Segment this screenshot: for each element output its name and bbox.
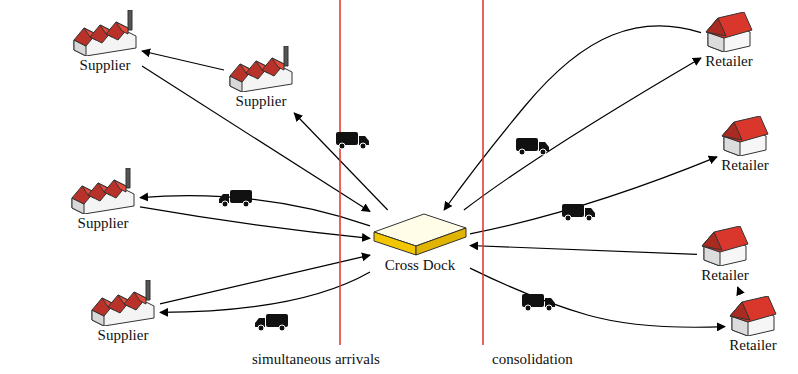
supplier-node: Supplier (226, 46, 296, 111)
supplier-node: Supplier (68, 168, 138, 233)
house-icon (704, 12, 754, 52)
flow-arrow (470, 246, 697, 255)
factory-icon (226, 46, 296, 92)
node-label: Retailer (719, 157, 771, 174)
node-label: Supplier (70, 57, 140, 74)
retailer-node: Retailer (727, 296, 779, 355)
flow-arrow (738, 287, 741, 294)
truck-icon (255, 314, 288, 331)
flow-arrow (140, 207, 370, 239)
node-label: Supplier (68, 215, 138, 232)
flow-arrow (470, 157, 717, 234)
flow-arrow (470, 268, 725, 327)
truck-icon (516, 138, 549, 155)
zone-label: simultaneous arrivals (250, 351, 382, 368)
dock-icon (372, 212, 468, 256)
flow-arrow (142, 66, 370, 212)
retailer-node: Retailer (719, 116, 771, 175)
truck-group (219, 132, 595, 331)
supplier-node: Supplier (70, 10, 140, 75)
flow-arrow (294, 113, 388, 210)
house-icon (728, 296, 778, 336)
flow-arrow (160, 272, 370, 312)
node-label: Retailer (727, 337, 779, 354)
flow-arrow (160, 255, 370, 304)
zone-divider (339, 0, 341, 345)
flow-arrow (464, 58, 701, 210)
zone-divider (482, 0, 484, 345)
truck-icon (522, 294, 555, 311)
node-label: Retailer (699, 267, 751, 284)
node-label: Retailer (703, 53, 755, 70)
supplier-node: Supplier (88, 280, 158, 345)
factory-icon (70, 10, 140, 56)
flow-arrow (140, 196, 370, 226)
cross-dock: Cross Dock (372, 212, 468, 275)
retailer-node: Retailer (703, 12, 755, 71)
house-icon (720, 116, 770, 156)
node-label: Supplier (226, 93, 296, 110)
factory-icon (68, 168, 138, 214)
zone-label: consolidation (490, 351, 575, 368)
retailer-node: Retailer (699, 226, 751, 285)
factory-icon (88, 280, 158, 326)
node-label: Cross Dock (372, 257, 468, 274)
flow-arrow (142, 51, 224, 70)
truck-icon (562, 204, 595, 221)
node-label: Supplier (88, 327, 158, 344)
truck-icon (336, 132, 369, 149)
truck-icon (219, 190, 252, 207)
house-icon (700, 226, 750, 266)
